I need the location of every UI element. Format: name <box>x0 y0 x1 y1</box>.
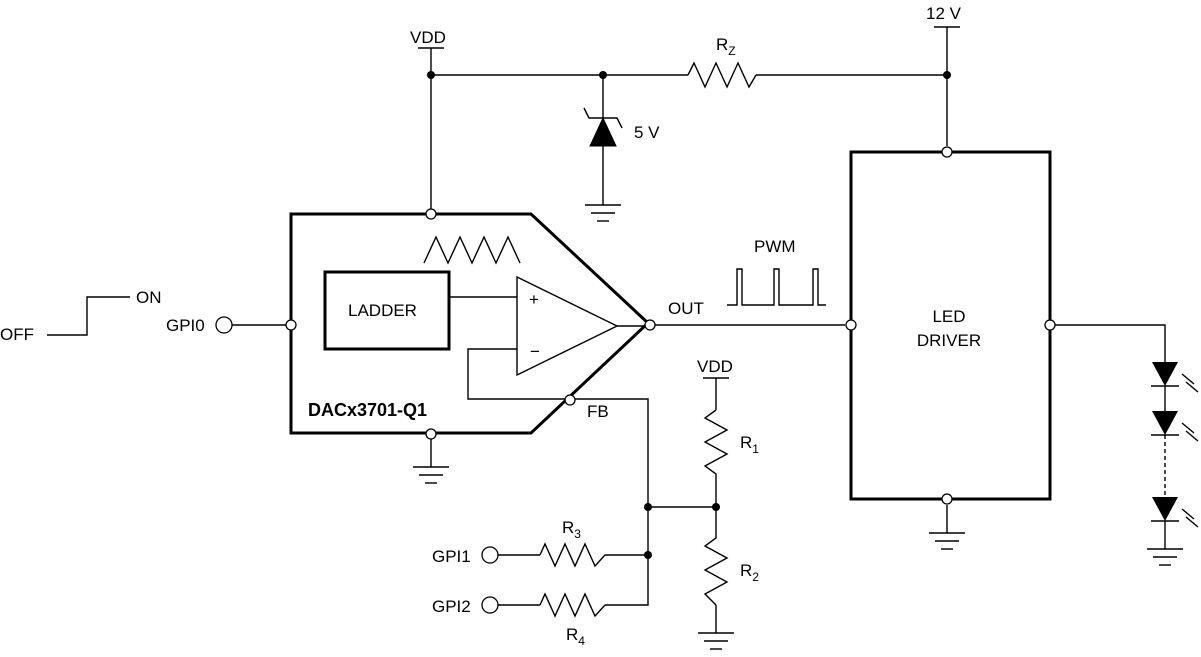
out-wire: OUT <box>654 299 845 326</box>
zener-label: 5 V <box>634 123 660 142</box>
ground-chip <box>413 435 449 484</box>
ground-zener <box>585 204 621 222</box>
zener-diode: 5 V <box>583 75 660 205</box>
opamp-minus-label: − <box>530 342 540 361</box>
ladder-block: LADDER <box>323 270 451 351</box>
on-off-step-icon <box>47 296 130 336</box>
r1-label: R1 <box>740 433 759 456</box>
supply-12v-label: 12 V <box>926 4 962 23</box>
r2-label: R2 <box>740 561 759 584</box>
resistor-r2: R2 <box>703 507 759 606</box>
ground-driver <box>929 505 965 550</box>
rz-label: RZ <box>716 35 736 58</box>
pwm-label: PWM <box>754 237 796 256</box>
feedback-wire: FB <box>574 398 716 606</box>
off-label: OFF <box>0 325 34 344</box>
led-icon <box>1151 411 1199 442</box>
triangle-wave-icon <box>423 235 521 265</box>
resistor-r3: R3 GPI1 <box>432 518 648 568</box>
led-driver-block: LED DRIVER <box>849 150 1052 501</box>
resistor-r4: R4 GPI2 <box>432 592 606 648</box>
out-label: OUT <box>668 299 704 318</box>
vdd-top-label: VDD <box>410 28 446 47</box>
opamp-plus-label: + <box>529 290 539 309</box>
on-label: ON <box>136 288 162 307</box>
gpi0-label: GPI0 <box>166 316 205 335</box>
ground-led <box>1147 548 1183 566</box>
gpi2-label: GPI2 <box>432 597 471 616</box>
led-string <box>1055 324 1199 549</box>
vdd-divider-label: VDD <box>697 357 733 376</box>
led-icon <box>1151 497 1199 528</box>
junction-dots <box>427 71 951 559</box>
gpi1-label: GPI1 <box>432 547 471 566</box>
ground-divider <box>698 605 734 650</box>
supply-12v: 12 V <box>926 4 962 146</box>
fb-label: FB <box>587 402 609 421</box>
led-icon <box>1151 362 1199 393</box>
resistor-rz: RZ <box>687 35 757 89</box>
resistor-r1: R1 <box>703 409 759 507</box>
led-driver-label-1: LED <box>932 307 965 326</box>
ladder-label: LADDER <box>348 301 417 320</box>
led-driver-label-2: DRIVER <box>917 331 981 350</box>
pin-terminals <box>215 146 1056 614</box>
vdd-supply-top: VDD <box>410 28 446 212</box>
chip-label: DACx3701-Q1 <box>308 400 427 420</box>
r4-label: R4 <box>566 625 585 648</box>
dac-chip: DACx3701-Q1 <box>289 212 651 435</box>
r3-label: R3 <box>562 518 581 541</box>
gpi0-input: GPI0 ON OFF <box>0 288 286 344</box>
op-amp: + − <box>449 275 648 400</box>
vdd-supply-divider: VDD <box>697 357 733 410</box>
pwm-waveform-icon: PWM <box>727 237 826 306</box>
